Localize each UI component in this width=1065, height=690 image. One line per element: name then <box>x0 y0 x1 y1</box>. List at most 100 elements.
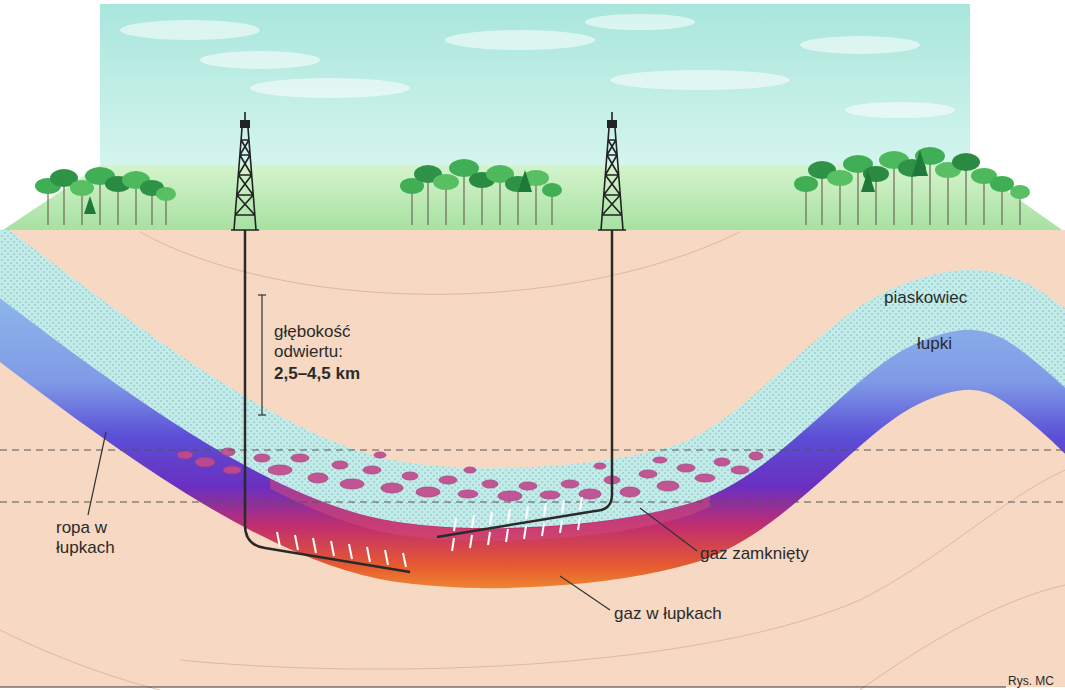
depth-bracket <box>258 294 266 295</box>
fractures <box>277 497 582 567</box>
drilling-rig <box>231 112 259 230</box>
clouds <box>445 30 595 50</box>
clouds <box>120 14 955 118</box>
sky <box>100 4 970 167</box>
layer-label: łupki <box>917 334 952 354</box>
gas-blobs <box>439 476 457 484</box>
fractures <box>578 517 580 530</box>
trees <box>912 150 928 176</box>
fractures <box>508 509 510 522</box>
contour-lines <box>0 630 160 690</box>
clouds <box>610 70 790 90</box>
fractures <box>331 541 334 556</box>
fractures <box>470 535 472 548</box>
bottom-rule <box>0 687 1006 688</box>
depth-bracket <box>258 295 266 415</box>
gas-blobs <box>561 480 579 488</box>
gas-blobs <box>749 452 763 460</box>
gas-blobs <box>458 490 478 498</box>
gas-blobs <box>363 466 381 474</box>
fractures <box>349 544 352 559</box>
clouds <box>800 36 920 54</box>
gas-blobs <box>195 457 215 467</box>
gas-blobs <box>653 457 667 463</box>
gas-blobs <box>402 472 418 480</box>
gas-blobs <box>381 483 403 493</box>
fractures <box>313 538 316 553</box>
fractures <box>562 500 564 513</box>
fractures <box>560 520 562 533</box>
fractures <box>506 529 508 542</box>
gas-blobs <box>223 466 241 474</box>
trees <box>35 147 1030 225</box>
fractures <box>295 535 298 550</box>
fractures <box>385 550 388 565</box>
trees <box>518 170 532 192</box>
leader-lines <box>560 576 610 610</box>
gas-blobs <box>340 479 364 489</box>
gas-blobs <box>177 448 763 501</box>
leader-lines <box>88 432 106 515</box>
clouds <box>845 102 955 118</box>
trees <box>542 183 562 197</box>
trees <box>861 170 875 192</box>
trees <box>48 158 1020 225</box>
trees <box>84 196 96 214</box>
clouds <box>585 14 695 30</box>
depth-lines <box>0 502 1065 503</box>
trees <box>827 170 853 186</box>
gas-blobs <box>291 454 309 462</box>
sandstone-layer <box>0 232 1065 498</box>
fractures <box>452 538 454 551</box>
trees <box>433 174 459 190</box>
wells <box>437 230 612 537</box>
gas-blobs <box>177 451 193 459</box>
fractures <box>277 532 280 547</box>
fractures <box>526 506 528 519</box>
rock-layers <box>0 232 1065 543</box>
gas-blobs <box>498 491 522 501</box>
fractures <box>488 532 490 545</box>
trees <box>794 176 818 192</box>
fractures <box>580 497 582 510</box>
depth-bracket <box>258 414 266 415</box>
gas-blobs <box>374 452 386 458</box>
gas-blobs <box>268 465 292 475</box>
leader-lines <box>88 432 697 610</box>
gas-blobs <box>519 482 537 490</box>
callout-label: gaz zamknięty <box>700 544 809 564</box>
leader-lines <box>640 508 697 551</box>
clouds <box>200 51 320 69</box>
fractures <box>524 526 526 539</box>
gas-blobs <box>714 458 730 466</box>
callout-label: ropa w łupkach <box>56 518 140 558</box>
gas-blobs <box>482 480 498 488</box>
gas-blobs <box>620 487 640 497</box>
gas-blobs <box>416 487 440 497</box>
gas-blobs <box>332 461 348 469</box>
depth-bracket <box>261 295 262 415</box>
gas-blobs <box>254 454 270 462</box>
trees <box>952 153 980 171</box>
gas-blobs <box>695 474 715 482</box>
depth-label: głębokość odwiertu: <box>274 322 384 362</box>
wells <box>245 230 410 572</box>
gas-blobs <box>677 464 695 472</box>
depth-lines <box>0 450 1065 502</box>
trees <box>806 158 1020 225</box>
layer-label: piaskowiec <box>884 288 967 308</box>
fractures <box>454 518 456 531</box>
contour-lines <box>860 585 1065 690</box>
depth-lines <box>0 450 1065 451</box>
gas-blobs <box>221 448 235 456</box>
credit-label: Rys. MC <box>1008 671 1054 690</box>
depth-value: 2,5–4,5 km <box>274 364 360 384</box>
trees <box>35 147 1030 214</box>
gas-blobs <box>639 470 657 478</box>
callout-label: gaz w łupkach <box>614 604 722 624</box>
drilling-rig <box>598 112 626 230</box>
gas-blobs <box>657 481 679 491</box>
